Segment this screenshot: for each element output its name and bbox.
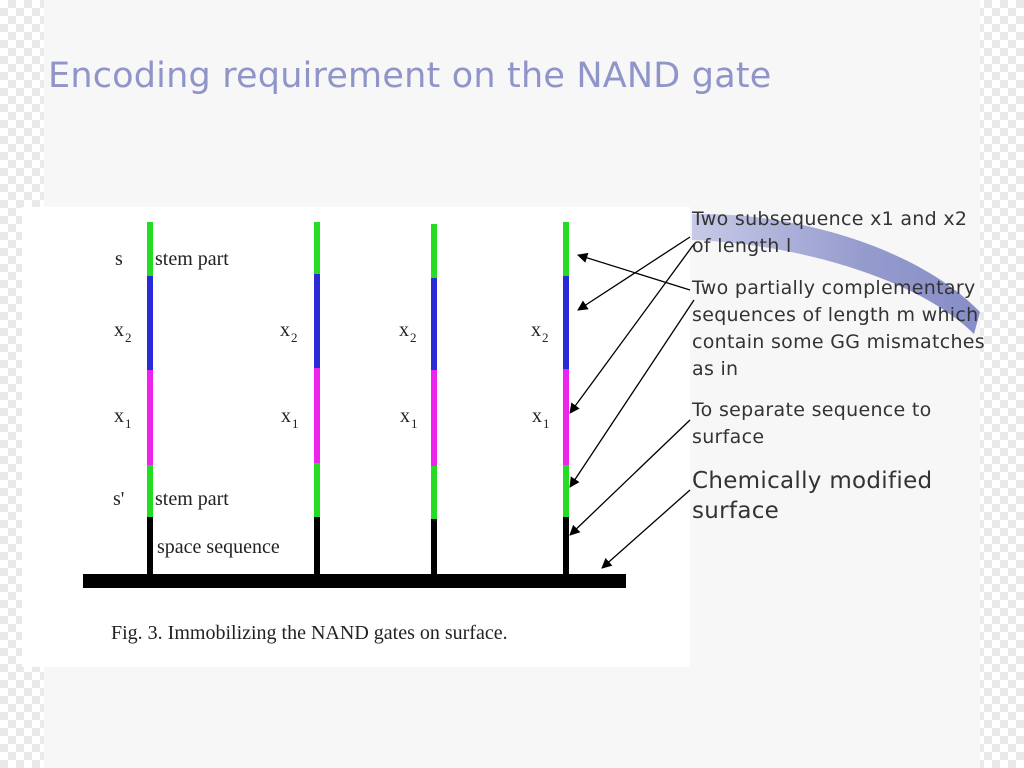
callout-complementary: Two partially complementary sequences of…	[692, 277, 985, 380]
slide-title: Encoding requirement on the NAND gate	[48, 56, 772, 96]
strand-3-stem-top	[431, 224, 437, 278]
strand-2	[314, 222, 320, 577]
label-x2-base: x	[114, 319, 124, 341]
strand-4	[563, 222, 569, 577]
label-x2-col2: x 2	[280, 319, 298, 345]
label-x1-col1: x 1	[114, 405, 132, 431]
nand-gate-diagram: s stem part x 2 x 1 s' stem part space s…	[83, 222, 626, 644]
label-x1-sub: 1	[411, 416, 418, 431]
label-x2-sub: 2	[542, 330, 549, 345]
label-s-prime: s'	[113, 488, 124, 510]
label-x2-col1: x 2	[114, 319, 132, 345]
label-x2-base: x	[531, 319, 541, 341]
strand-1-spacer	[147, 517, 153, 577]
label-x1-base: x	[281, 405, 291, 427]
label-x2-base: x	[280, 319, 290, 341]
strand-2-spacer	[314, 517, 320, 577]
label-x2-base: x	[399, 319, 409, 341]
strand-3-stem-bottom	[431, 466, 437, 519]
figure-caption: Fig. 3. Immobilizing the NAND gates on s…	[111, 622, 508, 644]
callout-surface: Chemically modified surface	[692, 468, 933, 524]
strand-2-x2	[314, 274, 320, 368]
callout-spacer: To separate sequence to surface	[692, 399, 932, 448]
surface-bar	[83, 574, 626, 588]
strand-4-stem-top	[563, 222, 569, 276]
label-x1-base: x	[400, 405, 410, 427]
nand-gate-figure: s stem part x 2 x 1 s' stem part space s…	[22, 207, 690, 667]
label-x1-base: x	[114, 405, 124, 427]
strand-2-x1	[314, 368, 320, 463]
label-stem-part-top: stem part	[155, 248, 229, 270]
label-x1-col3: x 1	[400, 405, 418, 431]
callout-subsequences: Two subsequence x1 and x2 of length l	[692, 208, 968, 257]
label-x1-col2: x 1	[281, 405, 299, 431]
label-x2-sub: 2	[291, 330, 298, 345]
strand-1-x2	[147, 276, 153, 370]
label-x1-sub: 1	[292, 416, 299, 431]
strand-4-stem-bottom	[563, 465, 569, 517]
label-x1-sub: 1	[543, 416, 550, 431]
strand-1-stem-top	[147, 222, 153, 276]
strand-1-stem-bottom	[147, 465, 153, 517]
label-x1-base: x	[532, 405, 542, 427]
strand-3-spacer	[431, 519, 437, 577]
strand-3	[431, 224, 437, 577]
label-x2-col3: x 2	[399, 319, 417, 345]
strand-2-stem-top	[314, 222, 320, 274]
strand-1	[147, 222, 153, 577]
label-x2-sub: 2	[125, 330, 132, 345]
label-x1-col4: x 1	[532, 405, 550, 431]
label-x2-sub: 2	[410, 330, 417, 345]
strand-4-x2	[563, 276, 569, 369]
label-space-sequence: space sequence	[157, 536, 280, 558]
strand-1-x1	[147, 370, 153, 465]
strand-3-x2	[431, 278, 437, 370]
strand-4-x1	[563, 369, 569, 465]
label-x1-sub: 1	[125, 416, 132, 431]
strand-2-stem-bottom	[314, 463, 320, 517]
strand-4-spacer	[563, 517, 569, 577]
label-x2-col4: x 2	[531, 319, 549, 345]
strand-3-x1	[431, 370, 437, 466]
label-stem-part-bottom: stem part	[155, 488, 229, 510]
label-s: s	[115, 248, 123, 270]
